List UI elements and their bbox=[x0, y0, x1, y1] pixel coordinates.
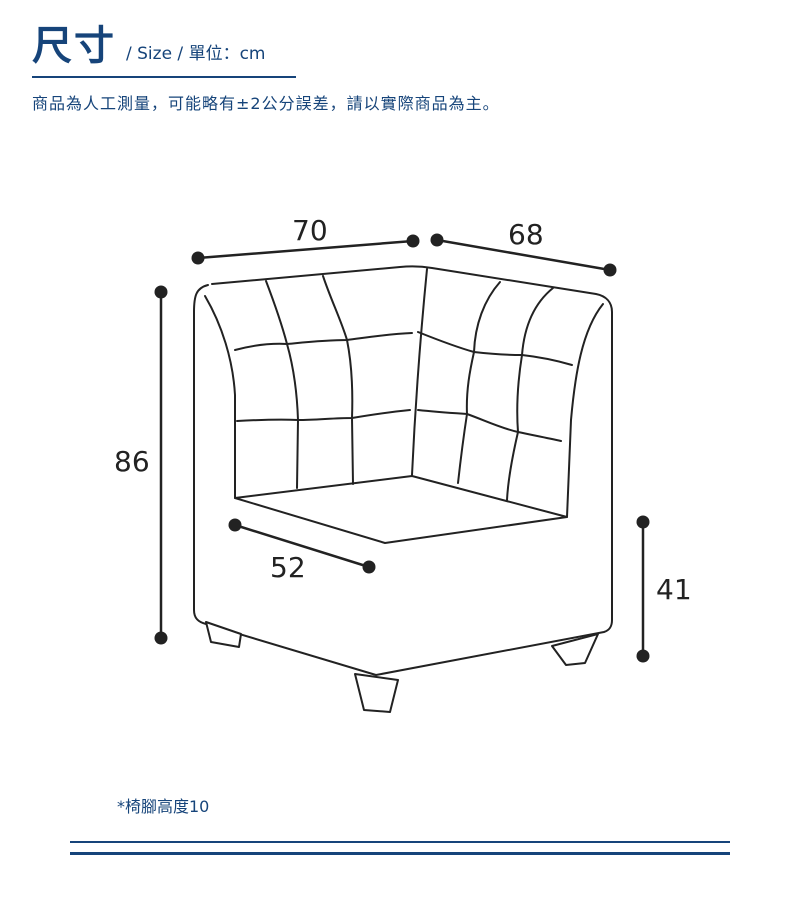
dim-dot bbox=[154, 285, 168, 299]
dim-line-70 bbox=[197, 239, 414, 260]
dim-dot bbox=[362, 560, 376, 574]
dim-dot bbox=[603, 263, 617, 277]
back-inner-right bbox=[566, 303, 604, 518]
leg-front bbox=[354, 673, 399, 713]
footer-divider-thick bbox=[70, 852, 730, 855]
dim-dot bbox=[228, 518, 242, 532]
sofa-outline bbox=[193, 265, 613, 676]
tuft-right-2 bbox=[506, 287, 554, 501]
tuft-left-1 bbox=[265, 280, 299, 489]
measurement-note: 商品為人工測量，可能略有±2公分誤差，請以實際商品為主。 bbox=[32, 94, 500, 113]
page-subtitle: / Size / 單位：cm bbox=[126, 44, 266, 64]
tuft-right-h1 bbox=[417, 331, 573, 366]
leg-height-note: *椅腳高度10 bbox=[117, 797, 210, 816]
leg-right bbox=[551, 633, 599, 666]
dim-dot bbox=[636, 515, 650, 529]
tuft-left-h2 bbox=[236, 409, 411, 422]
header: 尺寸 / Size / 單位：cm bbox=[32, 22, 265, 70]
seat-top bbox=[234, 475, 568, 544]
dim-dot bbox=[154, 631, 168, 645]
dim-line-52 bbox=[234, 523, 370, 569]
dim-dot bbox=[636, 649, 650, 663]
tuft-left-h1 bbox=[234, 332, 413, 351]
leg-left bbox=[205, 621, 242, 648]
back-inner-left bbox=[204, 295, 236, 499]
title-underline bbox=[32, 76, 296, 78]
dim-label-52: 52 bbox=[270, 551, 306, 584]
dim-dot bbox=[430, 233, 444, 247]
tuft-right-h2 bbox=[417, 409, 562, 442]
footer-divider-thin bbox=[70, 841, 730, 843]
dim-label-68: 68 bbox=[508, 218, 544, 251]
tuft-right-1 bbox=[457, 281, 501, 484]
title-row: 尺寸 / Size / 單位：cm bbox=[32, 22, 265, 70]
tuft-left-2 bbox=[322, 275, 354, 485]
dim-label-86: 86 bbox=[114, 445, 150, 478]
dim-dot bbox=[406, 234, 420, 248]
page-title: 尺寸 bbox=[32, 23, 116, 69]
corner-seam bbox=[411, 268, 428, 476]
dim-dot bbox=[191, 251, 205, 265]
dim-label-70: 70 bbox=[292, 214, 328, 247]
dim-label-41: 41 bbox=[656, 573, 692, 606]
dim-line-68 bbox=[436, 238, 611, 272]
